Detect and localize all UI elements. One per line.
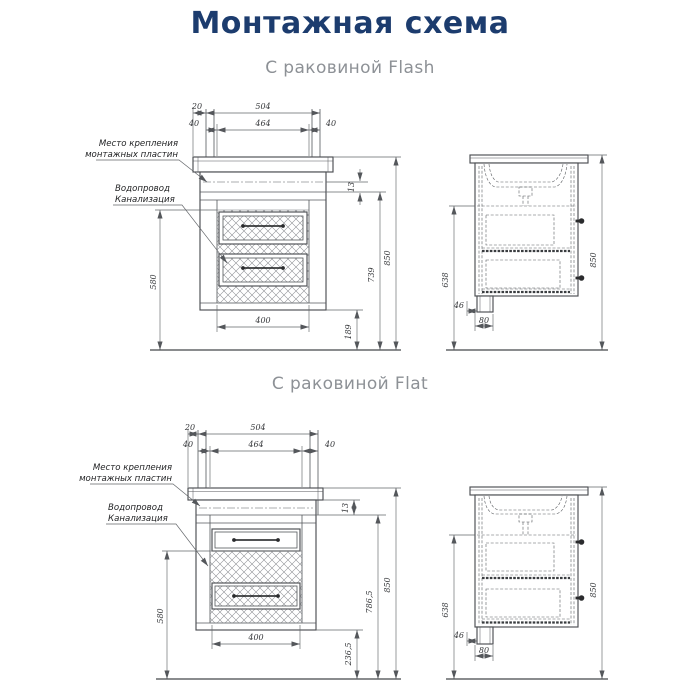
dim-850: 850	[383, 577, 392, 592]
flash-front-countertop	[192, 156, 334, 173]
mount-label-line1: Место крепления	[93, 463, 172, 473]
dim-13: 13	[347, 182, 356, 192]
flat-side-countertop	[469, 486, 589, 496]
dim-850-side: 850	[589, 252, 598, 267]
dim-504: 504	[255, 102, 270, 111]
flat-front-countertop	[187, 487, 324, 501]
dim-464: 464	[247, 440, 263, 449]
flash-front-drawer-2	[218, 253, 308, 287]
dim-20: 20	[191, 102, 202, 111]
drawer-handle-dot	[241, 224, 245, 228]
drawer-handle-dot	[241, 266, 245, 270]
dim-20: 20	[184, 423, 195, 432]
dim-464: 464	[254, 119, 270, 128]
dim-638: 638	[441, 272, 450, 287]
flat-front-drawer-2	[211, 582, 301, 610]
dim-850-side: 850	[589, 582, 598, 597]
flat-side-sink-section	[477, 495, 576, 536]
flat-front-dimension-580: 580	[156, 550, 210, 679]
flat-side-view: 638 46 80 850	[441, 486, 608, 680]
dim-850: 850	[383, 250, 392, 265]
flash-front-right-dimensions: 13 739 850 189	[326, 156, 401, 350]
dim-46: 46	[453, 301, 464, 310]
dim-40-left: 40	[182, 440, 193, 449]
drawer-handle-dot	[281, 224, 285, 228]
flash-side-countertop	[469, 154, 589, 164]
subtitle-flash: С раковиной Flash	[265, 58, 435, 78]
flash-front-view: 20 504 40 464 40	[85, 102, 401, 351]
flat-front-pipes-label: Водопровод Канализация	[106, 503, 209, 567]
pipes-label-line2: Канализация	[108, 514, 168, 524]
dim-46: 46	[453, 631, 464, 640]
flat-front-upper-dimensions: 20 504 40 464 40	[182, 423, 335, 487]
flat-front-view: 20 504 40 464 40	[79, 423, 401, 680]
flat-side-wall-fasteners	[575, 539, 585, 601]
drawer-handle-dot	[232, 594, 236, 598]
dim-580: 580	[149, 274, 158, 289]
dim-80: 80	[479, 316, 489, 325]
flash-side-dimensions: 638 46 80 850	[441, 154, 607, 350]
dim-400: 400	[247, 633, 263, 642]
flat-front-drawer-1	[211, 528, 301, 552]
flash-side-drawer-outlines	[482, 214, 570, 294]
dim-739: 739	[367, 267, 376, 282]
dim-400: 400	[254, 316, 270, 325]
dim-786-5: 786,5	[365, 591, 374, 614]
drawer-handle-dot	[276, 594, 280, 598]
flash-front-dimension-400: 400	[216, 305, 310, 332]
flash-side-sink-section	[477, 163, 576, 207]
flash-front-mount-label: Место крепления монтажных пластин	[85, 139, 208, 183]
dim-40-right: 40	[324, 440, 335, 449]
page-title: Монтажная схема	[190, 6, 510, 41]
flat-front-right-dimensions: 13 786,5 850 236,5	[316, 487, 401, 679]
dim-638: 638	[441, 602, 450, 617]
drawer-handle-dot	[276, 538, 280, 542]
drawer-handle-dot	[281, 266, 285, 270]
dim-80: 80	[479, 646, 489, 655]
mount-label-line2: монтажных пластин	[79, 474, 172, 484]
drawer-handle-dot	[232, 538, 236, 542]
flat-side-cabinet	[474, 494, 579, 628]
pipes-label-line2: Канализация	[115, 195, 175, 205]
dim-40-left: 40	[188, 119, 199, 128]
dim-40-right: 40	[325, 119, 336, 128]
flash-side-leg	[476, 295, 494, 313]
pipes-label-line1: Водопровод	[108, 503, 163, 513]
flash-front-pipes-label: Водопровод Канализация	[113, 184, 228, 264]
mount-label-line2: монтажных пластин	[85, 150, 178, 160]
flat-side-leg	[476, 626, 494, 645]
flat-front-dimension-400: 400	[211, 625, 301, 649]
flash-front-drawer-1	[218, 211, 308, 245]
flash-front-upper-dimensions: 20 504 40 464 40	[188, 102, 336, 156]
mount-label-line1: Место крепления	[99, 139, 178, 149]
dim-580: 580	[156, 608, 165, 623]
flat-side-drawer-outlines	[482, 542, 570, 624]
flat-front-mount-label: Место крепления монтажных пластин	[79, 463, 201, 507]
flash-side-wall-fasteners	[575, 218, 585, 281]
dim-13: 13	[341, 503, 350, 513]
flash-side-cabinet	[474, 162, 579, 297]
dim-189: 189	[344, 324, 353, 339]
dim-504: 504	[250, 423, 265, 432]
subtitle-flat: С раковиной Flat	[271, 374, 429, 394]
dim-236-5: 236,5	[344, 643, 353, 667]
flash-side-view: 638 46 80 850	[441, 154, 608, 351]
flat-side-dimensions: 638 46 80 850	[441, 486, 607, 679]
pipes-label-line1: Водопровод	[115, 184, 170, 194]
